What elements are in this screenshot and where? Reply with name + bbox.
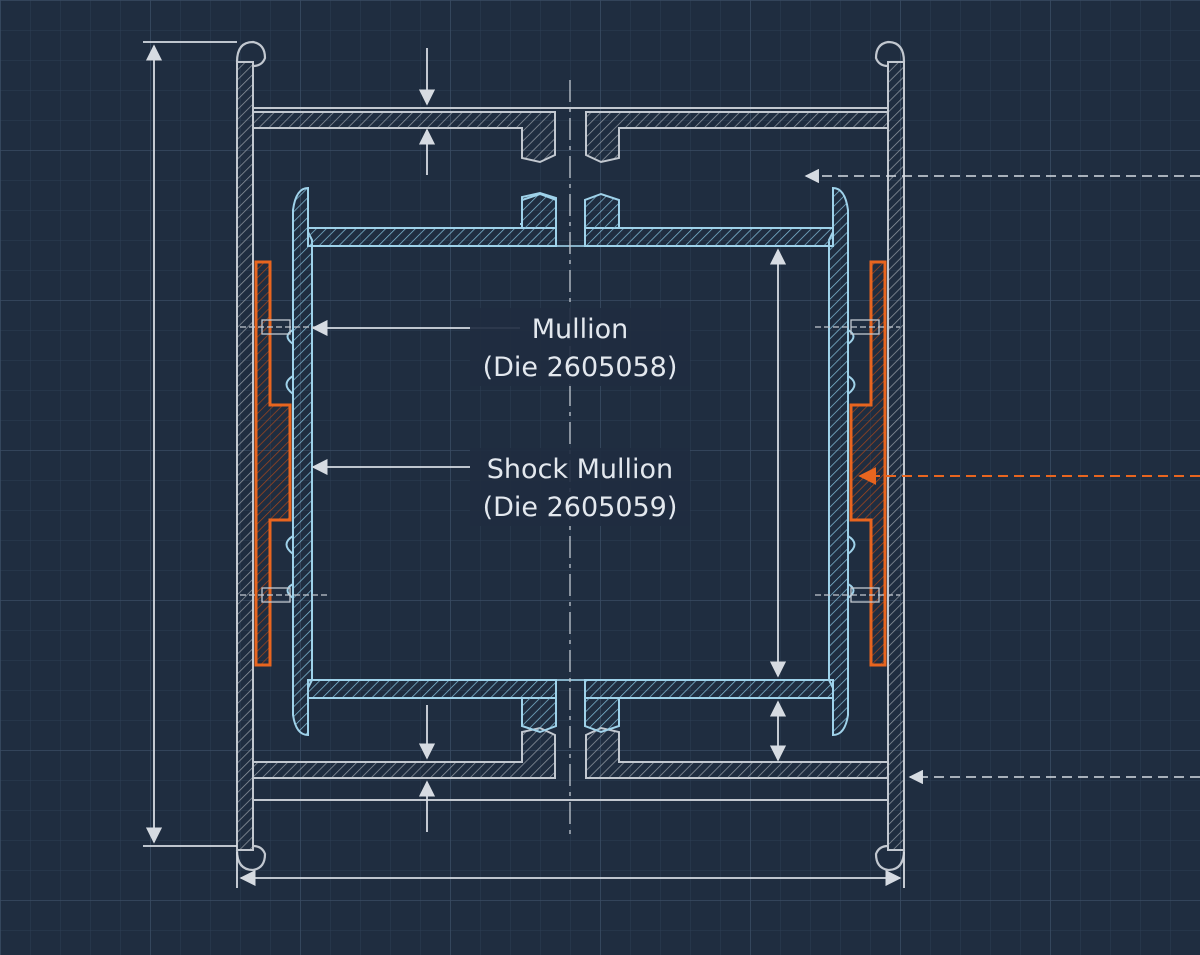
mullion-die-label: (Die 2605058) bbox=[483, 352, 678, 383]
right-gasket bbox=[849, 260, 887, 667]
dimension-lines bbox=[143, 41, 905, 888]
screw-icon bbox=[240, 319, 900, 603]
mullion-label: Mullion bbox=[532, 314, 629, 345]
shock-mullion-label: Shock Mullion bbox=[487, 454, 673, 485]
label-bg-shock-mullion bbox=[470, 448, 690, 526]
callout-arrows bbox=[804, 168, 1200, 785]
left-gasket bbox=[254, 260, 292, 667]
outer-mullion-profile bbox=[235, 40, 906, 872]
shock-mullion-die-label: (Die 2605059) bbox=[483, 492, 678, 523]
inner-shock-mullion-profile bbox=[285, 186, 856, 737]
label-bg-mullion bbox=[470, 308, 690, 386]
